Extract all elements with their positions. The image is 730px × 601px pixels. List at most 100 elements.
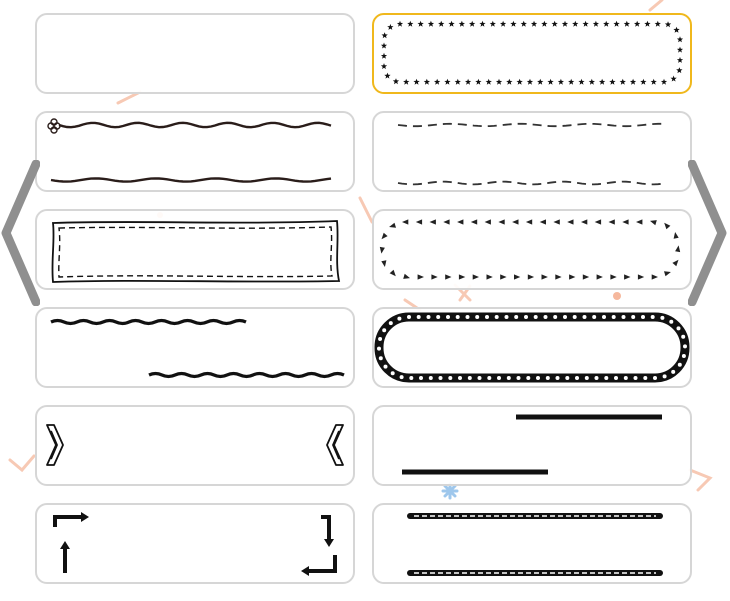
border-style-zigzag-lines[interactable] [35, 307, 355, 388]
preview-stars-rounded [380, 20, 684, 85]
star-mark [599, 78, 606, 85]
border-style-stars-rounded[interactable] [372, 13, 692, 94]
triangle-mark [569, 274, 576, 280]
white-dot [545, 376, 550, 380]
white-dot [516, 376, 521, 380]
next-page-button[interactable] [687, 159, 728, 307]
star-mark [613, 20, 620, 27]
star-mark [676, 36, 684, 43]
star-mark [619, 78, 626, 85]
star-mark [444, 78, 451, 85]
triangle-mark [415, 219, 423, 225]
top-left-corner-arrow-icon [53, 515, 81, 527]
star-mark [506, 78, 513, 85]
star-mark [561, 20, 569, 27]
triangle-mark [608, 219, 615, 225]
border-style-corner-arrows[interactable] [35, 503, 355, 584]
white-dot [419, 376, 423, 380]
star-mark [551, 20, 558, 27]
white-dot [584, 376, 589, 380]
white-dot [378, 356, 383, 361]
arrowhead-mark [81, 512, 89, 522]
white-dot [563, 315, 567, 319]
white-dot [650, 315, 655, 319]
white-dot [397, 316, 402, 321]
white-dot [623, 376, 628, 380]
white-dot [582, 315, 587, 319]
triangle-mark [555, 274, 562, 280]
white-dot [467, 376, 472, 380]
star-mark [380, 63, 388, 70]
white-dot [533, 315, 538, 319]
triangle-mark [429, 219, 436, 225]
border-style-blank[interactable] [35, 13, 355, 94]
white-dot [388, 321, 393, 326]
white-dot [383, 364, 388, 369]
star-mark [454, 78, 461, 85]
preview-double-sketch-frame [51, 220, 341, 283]
triangle-mark [672, 259, 679, 267]
star-mark [673, 26, 680, 33]
border-style-double-chevrons[interactable] [35, 405, 355, 486]
triangle-mark [637, 274, 645, 280]
star-mark [516, 78, 523, 85]
star-mark [557, 78, 564, 85]
white-dot [592, 315, 597, 319]
white-dot [390, 371, 395, 376]
white-dot [643, 376, 648, 380]
triangle-mark [472, 274, 479, 280]
star-mark [640, 78, 647, 85]
star-mark [489, 20, 496, 27]
star-mark [434, 78, 441, 85]
star-mark [500, 20, 507, 27]
white-dot [494, 315, 499, 319]
white-dot [416, 315, 421, 319]
bottom-right-corner-arrow-icon [309, 555, 337, 573]
arrowhead-mark [60, 541, 70, 549]
star-mark [634, 20, 641, 27]
inner-dashed-frame [58, 226, 333, 278]
white-dot [553, 315, 558, 319]
triangle-mark [417, 274, 424, 280]
border-style-thick-offset-lines[interactable] [372, 405, 692, 486]
star-mark [384, 72, 391, 79]
white-dot [409, 376, 414, 380]
white-dot [671, 369, 676, 374]
star-mark [396, 20, 404, 27]
white-dot [377, 346, 381, 351]
right-chevron-icon [326, 424, 344, 466]
white-dot [487, 376, 492, 380]
border-style-wavy-lines-flower[interactable] [35, 111, 355, 192]
top-zigzag-line [50, 318, 247, 326]
triangle-mark [514, 274, 521, 280]
white-dot [660, 315, 665, 320]
star-mark [644, 20, 651, 27]
star-mark [629, 78, 637, 85]
border-style-double-sketch-frame[interactable] [35, 209, 355, 290]
border-style-stitched-pill-lines[interactable] [372, 503, 692, 584]
triangle-mark [553, 219, 560, 225]
border-style-dotted-pill[interactable] [372, 307, 692, 388]
arrowhead-mark [324, 539, 334, 547]
white-dot [514, 315, 519, 319]
border-style-triangle-arrows-rounded[interactable] [372, 209, 692, 290]
star-mark [407, 20, 414, 27]
star-mark [547, 78, 554, 85]
star-mark [572, 20, 579, 27]
white-dot [446, 315, 450, 319]
previous-page-button[interactable] [0, 159, 41, 307]
preview-corner-arrows [53, 512, 337, 576]
white-dot [436, 315, 441, 319]
white-dot [485, 315, 489, 319]
triangle-mark [445, 274, 452, 280]
triangle-mark [525, 219, 533, 225]
bottom-wavy-line [50, 177, 332, 183]
white-dot [676, 326, 681, 331]
triangle-mark [458, 274, 466, 280]
white-dot [575, 376, 579, 380]
white-dot [602, 315, 606, 319]
border-style-dashed-lines[interactable] [372, 111, 692, 192]
star-mark [427, 20, 435, 27]
triangle-mark [512, 219, 519, 225]
star-mark [469, 20, 476, 27]
